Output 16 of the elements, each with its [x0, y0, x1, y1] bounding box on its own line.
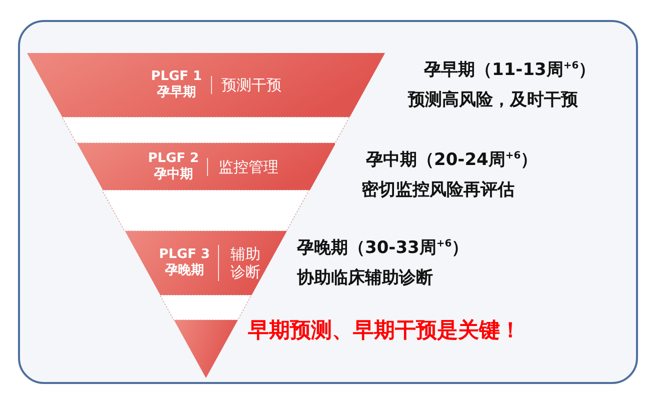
stage-label: PLGF 2 孕中期	[147, 150, 200, 182]
stage-period-text: 孕晚期（30-33周$^{+6}$）	[297, 237, 469, 259]
stage-action: 辅助诊断	[218, 245, 262, 281]
stage-period-text: 孕中期（20-24周$^{+6}$）	[366, 149, 538, 171]
key-message-text: 早期预测、早期干预是关键！	[248, 317, 521, 344]
stage-action: 监控管理	[207, 158, 278, 176]
stage-label: PLGF 3 孕晚期	[158, 247, 211, 279]
stage-label: PLGF 1 孕早期	[150, 69, 203, 101]
stage-period-text: 孕早期（11-13周$^{+6}$）	[424, 59, 596, 81]
stage-description-text: 协助临床辅助诊断	[297, 267, 433, 289]
stage-action: 预测干预	[210, 76, 282, 94]
funnel-segment	[125, 231, 287, 295]
stage-description-text: 密切监控风险再评估	[362, 179, 514, 201]
separator-band	[102, 190, 310, 231]
stage-description-text: 预测高风险，及时干预	[408, 89, 578, 111]
funnel-tip-triangle	[174, 320, 238, 378]
